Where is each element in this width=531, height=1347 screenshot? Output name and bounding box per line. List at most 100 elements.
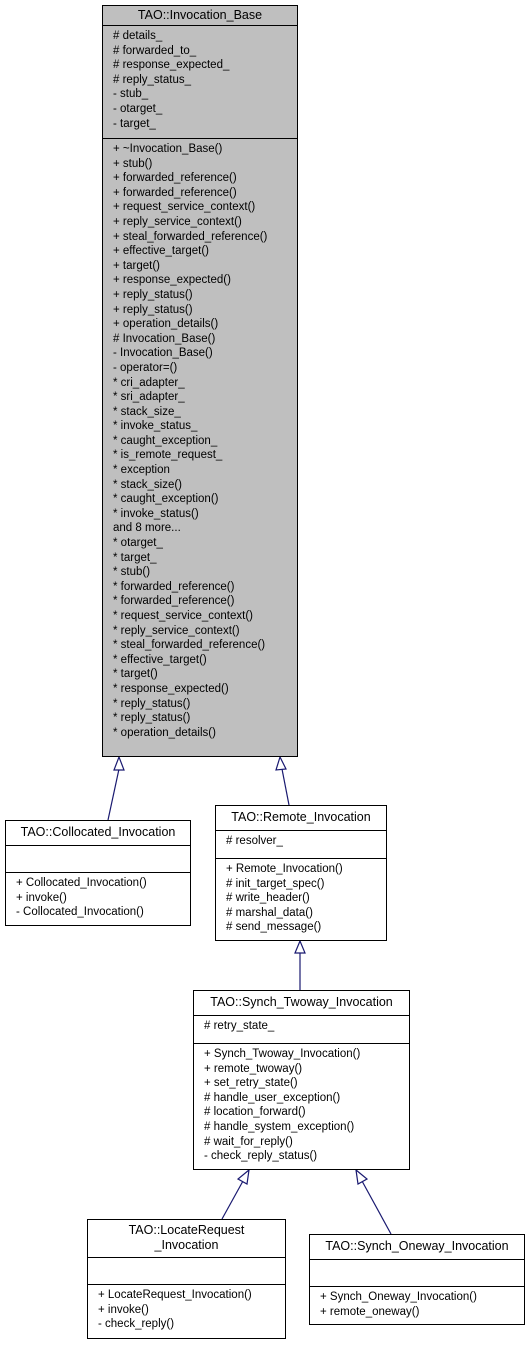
- member-entry[interactable]: * forwarded_reference(): [113, 580, 235, 593]
- member-entry[interactable]: * reply_status(): [113, 697, 191, 710]
- member-entry[interactable]: * sri_adapter_: [113, 391, 185, 404]
- member-entry[interactable]: # handle_user_exception(): [204, 1091, 341, 1104]
- member-entry[interactable]: * stack_size(): [113, 478, 183, 491]
- member-entry[interactable]: + operation_details(): [113, 318, 219, 331]
- arrowhead-collocated-base: [113, 755, 125, 771]
- member-entry[interactable]: + invoke(): [16, 891, 67, 904]
- arrowhead-oneway-twoway: [355, 1168, 369, 1185]
- member-entry[interactable]: * stack_size_: [113, 405, 181, 418]
- edge-collocated-to-base: [107, 768, 120, 821]
- member-entry[interactable]: + Collocated_Invocation(): [16, 877, 147, 889]
- methods-section: + Remote_Invocation() # init_target_spec(…: [216, 858, 386, 937]
- methods-section: + Collocated_Invocation() + invoke() - Col…: [6, 872, 190, 922]
- member-entry[interactable]: + set_retry_state(): [204, 1077, 298, 1090]
- class-title: TAO::Synch_Oneway_Invocation: [325, 1239, 509, 1253]
- class-title: TAO::Remote_Invocation: [231, 810, 371, 824]
- member-entry[interactable]: + remote_twoway(): [204, 1062, 303, 1075]
- attributes-section: [88, 1257, 285, 1284]
- member-entry[interactable]: * reply_status(): [113, 712, 191, 725]
- class-synch-oneway-invocation[interactable]: TAO::Synch_Oneway_Invocation + Synch_One…: [309, 1234, 525, 1325]
- attributes-section: [6, 845, 190, 872]
- member-entry[interactable]: * target_: [113, 551, 157, 564]
- member-entry[interactable]: + stub(): [113, 157, 153, 170]
- member-entry[interactable]: - check_reply(): [98, 1318, 175, 1331]
- member-entry[interactable]: * cri_adapter_: [113, 376, 185, 389]
- member-entry[interactable]: - operator=(): [113, 361, 178, 374]
- class-locaterequest-invocation[interactable]: TAO::LocateRequest _Invocation + LocateR…: [87, 1219, 286, 1339]
- member-entry[interactable]: + steal_forwarded_reference(): [113, 230, 268, 243]
- member-entry[interactable]: * otarget_: [113, 537, 163, 550]
- member-entry[interactable]: * exception: [113, 464, 170, 477]
- member-entry[interactable]: * stub(): [113, 566, 151, 579]
- member-entry[interactable]: + Synch_Oneway_Invocation(): [320, 1291, 477, 1303]
- edge-locate-to-twoway: [221, 1180, 244, 1220]
- member-entry[interactable]: # reply_status_: [113, 73, 191, 86]
- member-entry[interactable]: # details_: [113, 30, 163, 42]
- member-entry[interactable]: * response_expected(): [113, 682, 229, 695]
- member-entry[interactable]: - Collocated_Invocation(): [16, 906, 144, 919]
- class-remote-invocation[interactable]: TAO::Remote_Invocation # resolver_ + Rem…: [215, 805, 387, 941]
- member-entry[interactable]: + response_expected(): [113, 274, 231, 287]
- member-entry[interactable]: # wait_for_reply(): [204, 1135, 293, 1148]
- member-entry[interactable]: # Invocation_Base(): [113, 332, 216, 345]
- member-entry[interactable]: + target(): [113, 259, 160, 272]
- member-entry[interactable]: * forwarded_reference(): [113, 595, 235, 608]
- member-entry[interactable]: * caught_exception(): [113, 493, 219, 506]
- member-entry[interactable]: + remote_oneway(): [320, 1305, 420, 1318]
- member-entry[interactable]: + Remote_Invocation(): [226, 863, 343, 875]
- member-entry[interactable]: * is_remote_request_: [113, 449, 223, 462]
- member-entry[interactable]: + request_service_context(): [113, 201, 256, 214]
- member-entry[interactable]: - Invocation_Base(): [113, 347, 213, 360]
- attributes-section: # retry_state_: [194, 1015, 409, 1043]
- member-entry[interactable]: - stub_: [113, 88, 149, 101]
- class-title: TAO::Synch_Twoway_Invocation: [210, 995, 393, 1009]
- member-entry[interactable]: + forwarded_reference(): [113, 172, 237, 185]
- member-entry[interactable]: - target_: [113, 117, 156, 130]
- arrowhead-locate-twoway: [236, 1168, 250, 1185]
- member-entry[interactable]: # write_header(): [226, 892, 310, 905]
- edge-oneway-to-twoway: [361, 1180, 392, 1235]
- methods-section: + Synch_Twoway_Invocation() + remote_twow…: [194, 1043, 409, 1166]
- member-entry[interactable]: + Synch_Twoway_Invocation(): [204, 1048, 361, 1060]
- member-entry[interactable]: # resolver_: [226, 835, 283, 847]
- member-entry[interactable]: # handle_system_exception(): [204, 1120, 355, 1133]
- class-synch-twoway-invocation[interactable]: TAO::Synch_Twoway_Invocation # retry_sta…: [193, 990, 410, 1170]
- member-entry[interactable]: * request_service_context(): [113, 610, 253, 622]
- methods-section: + ~Invocation_Base() + stub() + forwarded_…: [103, 138, 297, 742]
- member-entry[interactable]: + LocateRequest_Invocation(): [98, 1289, 252, 1301]
- class-invocation-base[interactable]: TAO::Invocation_Base # details_# forward…: [102, 5, 298, 757]
- methods-section: + Synch_Oneway_Invocation() + remote_onew…: [310, 1286, 524, 1321]
- edge-remote-to-base: [281, 768, 290, 806]
- member-entry[interactable]: + reply_service_context(): [113, 215, 242, 228]
- member-entry[interactable]: + reply_status(): [113, 288, 193, 301]
- member-entry[interactable]: + effective_target(): [113, 245, 209, 258]
- member-entry[interactable]: # forwarded_to_: [113, 44, 197, 57]
- member-entry[interactable]: * effective_target(): [113, 653, 207, 666]
- member-entry[interactable]: # retry_state_: [204, 1020, 275, 1032]
- member-entry[interactable]: * invoke_status(): [113, 507, 199, 520]
- member-entry[interactable]: # send_message(): [226, 921, 322, 934]
- attributes-section: [310, 1259, 524, 1286]
- member-entry[interactable]: # marshal_data(): [226, 906, 313, 919]
- member-entry[interactable]: # response_expected_: [113, 59, 230, 72]
- member-entry[interactable]: - otarget_: [113, 102, 163, 115]
- class-collocated-invocation[interactable]: TAO::Collocated_Invocation + Collocated_…: [5, 820, 191, 926]
- member-entry[interactable]: + reply_status(): [113, 303, 193, 316]
- member-entry[interactable]: - check_reply_status(): [204, 1150, 318, 1163]
- member-entry[interactable]: # init_target_spec(): [226, 877, 325, 890]
- member-entry[interactable]: + ~Invocation_Base(): [113, 143, 223, 155]
- member-entry[interactable]: and 8 more...: [113, 522, 181, 535]
- member-entry[interactable]: * caught_exception_: [113, 434, 218, 447]
- member-entry[interactable]: * operation_details(): [113, 726, 216, 739]
- class-title: TAO::Collocated_Invocation: [20, 825, 176, 839]
- member-entry[interactable]: * reply_service_context(): [113, 624, 240, 637]
- methods-section: + LocateRequest_Invocation() + invoke() - …: [88, 1284, 285, 1334]
- member-entry[interactable]: # location_forward(): [204, 1106, 306, 1119]
- member-entry[interactable]: * steal_forwarded_reference(): [113, 639, 266, 652]
- member-entry[interactable]: + invoke(): [98, 1303, 149, 1316]
- attributes-section: # details_ # forwarded_to_ # response_expe…: [103, 25, 297, 138]
- member-entry[interactable]: * invoke_status_: [113, 420, 198, 433]
- member-entry[interactable]: * target(): [113, 668, 158, 681]
- member-entry[interactable]: + forwarded_reference(): [113, 186, 237, 199]
